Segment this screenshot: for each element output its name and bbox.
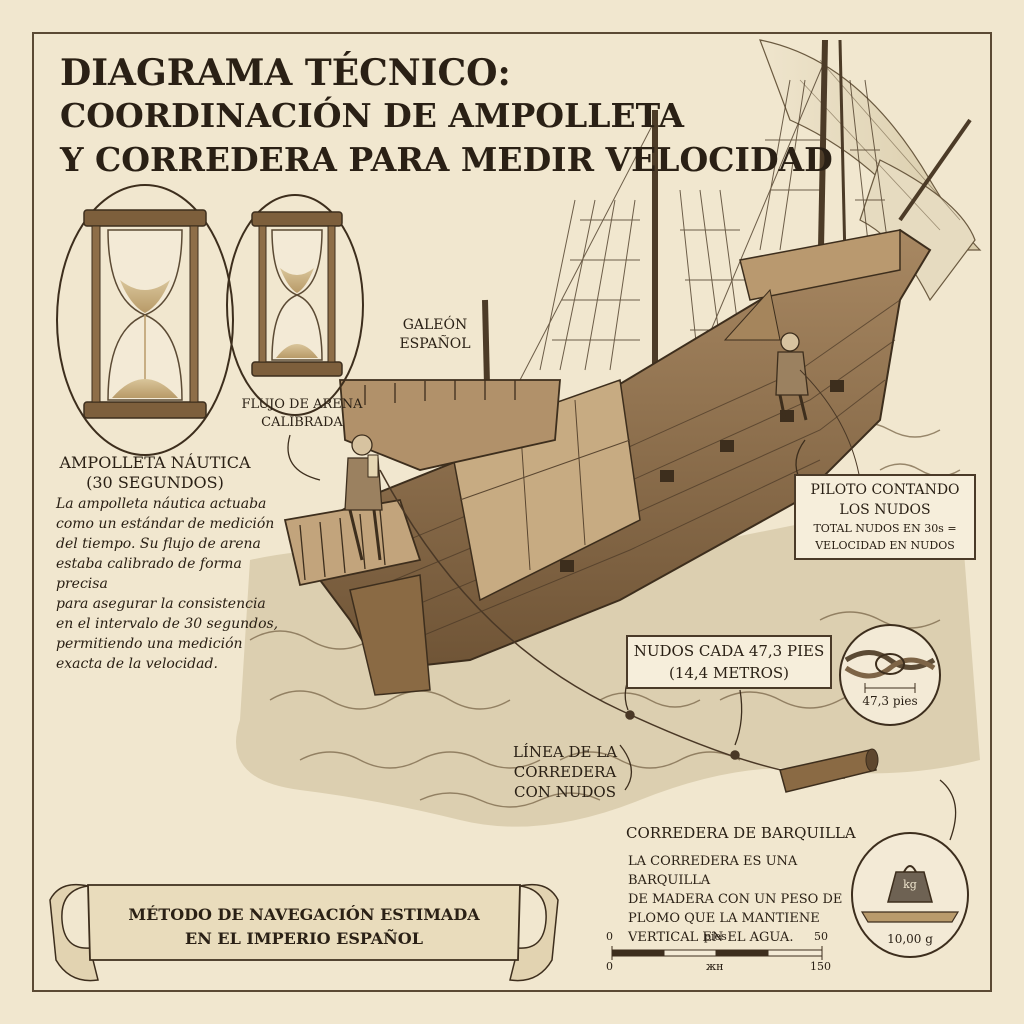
title-line-2: COORDINACIÓN DE AMPOLLETA: [60, 96, 684, 135]
log-description: LA CORREDERA ES UNA BARQUILLA DE MADERA …: [628, 852, 868, 947]
hourglass-desc-line: como un estándar de medición: [56, 516, 275, 532]
pilot-box-line-4: VELOCIDAD EN NUDOS: [815, 539, 955, 552]
weight-inset: [851, 832, 969, 958]
pilot-box-line-2: LOS NUDOS: [839, 502, 931, 518]
title-line-3: Y CORREDERA PARA MEDIR VELOCIDAD: [60, 140, 833, 179]
hourglass-title: AMPOLLETA NÁUTICA: [59, 453, 251, 472]
scale-top-start: 0: [606, 930, 613, 943]
scale-top-unit: pies: [704, 930, 727, 943]
scale-bottom-end: 150: [810, 960, 831, 973]
hourglass-desc-line: del tiempo. Su flujo de arena: [56, 536, 261, 552]
log-line-label: LÍNEA DE LA CORREDERA CON NUDOS: [505, 742, 625, 802]
page-border: [32, 32, 992, 992]
banner-line-2: EN EL IMPERIO ESPAÑOL: [185, 929, 423, 948]
knots-box-line-2: (14,4 METROS): [668, 664, 790, 682]
knot-spacing-label: 47,3 pies: [862, 694, 918, 708]
galleon-label: GALEÓN ESPAÑOL: [380, 316, 490, 354]
sand-flow-label: FLUJO DE ARENA CALIBRADA: [232, 396, 372, 432]
log-title: CORREDERA DE BARQUILLA: [626, 824, 856, 842]
ship-hull: [283, 228, 932, 696]
hourglass-desc-line: en el intervalo de 30 segundos,: [56, 616, 279, 632]
scale-bottom-unit: жн: [706, 960, 724, 973]
hourglass-small: [226, 194, 364, 416]
hourglass-desc-line: permitiendo una medición: [56, 636, 243, 652]
hourglass-desc-line: para asegurar la consistencia: [56, 596, 266, 612]
weight-label: 10,00 g: [887, 932, 933, 946]
title-line-1: DIAGRAMA TÉCNICO:: [60, 52, 511, 94]
log-desc-line: LA CORREDERA ES UNA BARQUILLA: [628, 854, 798, 888]
banner-text: MÉTODO DE NAVEGACIÓN ESTIMADA EN EL IMPE…: [92, 903, 516, 951]
pilot-box-line-1: PILOTO CONTANDO: [810, 482, 960, 498]
log-chip: [779, 748, 879, 793]
scale-bar: [611, 946, 823, 960]
sand-flow-line-1: FLUJO DE ARENA: [241, 397, 363, 412]
log-desc-line: VERTICAL EN EL AGUA.: [628, 930, 794, 945]
log-line-label-line-2: CORREDERA: [513, 763, 617, 781]
knots-box-line-1: NUDOS CADA 47,3 PIES: [633, 642, 825, 660]
pilot-box: PILOTO CONTANDO LOS NUDOS TOTAL NUDOS EN…: [794, 474, 976, 560]
banner-line-1: MÉTODO DE NAVEGACIÓN ESTIMADA: [128, 905, 480, 924]
knot-inset: [839, 624, 941, 726]
hourglass-desc-line: exacta de la velocidad.: [56, 656, 218, 672]
sand-flow-line-2: CALIBRADA: [261, 415, 343, 430]
hourglass-desc-line: estaba calibrado de forma precisa: [56, 556, 242, 592]
log-desc-line: PLOMO QUE LA MANTIENE: [628, 911, 820, 926]
hourglass-description: La ampolleta náutica actuaba como un est…: [56, 494, 296, 674]
log-desc-line: DE MADERA CON UN PESO DE: [628, 892, 843, 907]
hourglass-desc-line: La ampolleta náutica actuaba: [56, 496, 267, 512]
sailor-with-hourglass: [344, 434, 383, 561]
hourglass-subtitle: (30 SEGUNDOS): [86, 473, 224, 492]
log-line-label-line-3: CON NUDOS: [513, 783, 617, 801]
banner-scroll: [49, 883, 559, 982]
galleon-label-line-2: ESPAÑOL: [399, 336, 471, 352]
pilot-figure: [775, 332, 809, 421]
knots-box: NUDOS CADA 47,3 PIES (14,4 METROS): [626, 635, 832, 689]
scale-bottom-start: 0: [606, 960, 613, 973]
weight-mark: kg: [903, 878, 917, 891]
hourglass-large: [56, 184, 234, 456]
galleon-label-line-1: GALEÓN: [402, 317, 468, 333]
log-line-label-line-1: LÍNEA DE LA: [512, 743, 618, 761]
scale-top-end: 50: [814, 930, 828, 943]
pilot-box-line-3: TOTAL NUDOS EN 30s =: [813, 522, 957, 535]
